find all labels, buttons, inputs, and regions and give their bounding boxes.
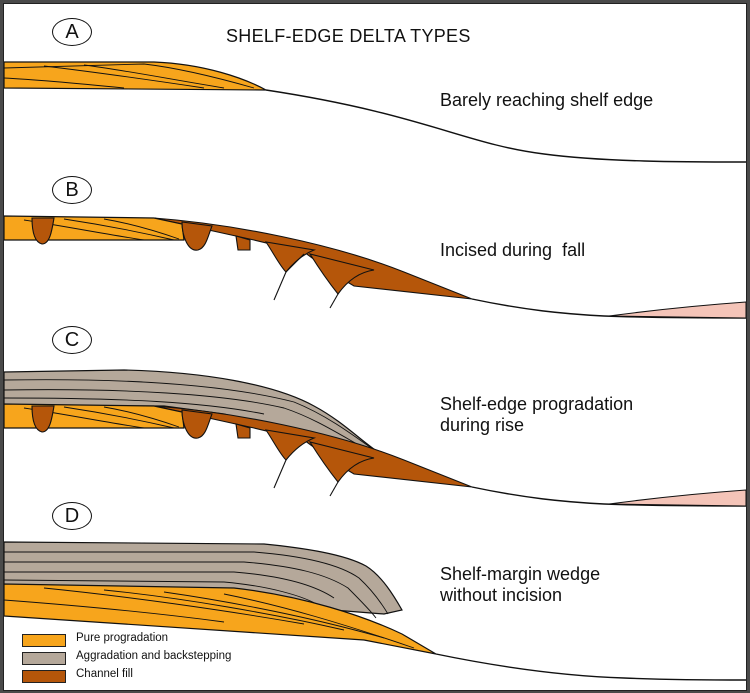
panel-b-incision-walls [273, 253, 339, 309]
delta-cross-sections [4, 61, 746, 681]
panel-b-badge: B [52, 176, 92, 204]
figure-frame: SHELF-EDGE DELTA TYPES A B C D Barely re… [3, 3, 747, 691]
panel-c-incision-walls [273, 459, 339, 497]
panel-d-aggradation-beds [4, 551, 389, 619]
panel-c-aggradation-beds [4, 379, 375, 451]
panel-a-seafloor [265, 89, 746, 163]
panel-c-basin-fan [608, 489, 746, 507]
legend-label-progradation: Pure progradation [76, 632, 169, 644]
panel-d-progradation-body [4, 583, 437, 655]
panel-d-aggradation-body [4, 541, 403, 615]
panel-d-badge: D [52, 502, 92, 530]
panel-d-caption: Shelf-margin wedge without incision [440, 564, 601, 605]
panel-b-caption: Incised during fall [440, 240, 586, 260]
figure-title: SHELF-EDGE DELTA TYPES [226, 26, 471, 46]
panel-b-channels [31, 217, 375, 295]
panel-b-section [4, 215, 746, 319]
panel-a-clinoforms [4, 63, 255, 89]
panel-c-badge: C [52, 326, 92, 354]
panel-b-seafloor [471, 298, 746, 319]
panel-a-badge: A [52, 18, 92, 46]
legend-label-channel: Channel fill [76, 668, 133, 680]
legend-swatch-aggradation [22, 652, 66, 665]
legend-label-aggradation: Aggradation and backstepping [76, 650, 232, 662]
panel-a-section [4, 61, 746, 163]
panel-c-section [4, 369, 746, 507]
panel-a-caption: Barely reaching shelf edge [440, 90, 654, 110]
panel-c-seafloor [471, 486, 746, 507]
panel-d-clinoforms [4, 587, 415, 649]
panel-a-progradation-body [4, 61, 267, 91]
panel-c-caption: Shelf-edge progradation during rise [440, 394, 634, 435]
panel-d-seafloor [435, 653, 746, 681]
panel-c-channels [31, 405, 375, 483]
legend-swatch-channel [22, 670, 66, 683]
panel-b-basin-fan [608, 301, 746, 319]
legend-swatch-progradation [22, 634, 66, 647]
panel-d-section [4, 541, 746, 681]
